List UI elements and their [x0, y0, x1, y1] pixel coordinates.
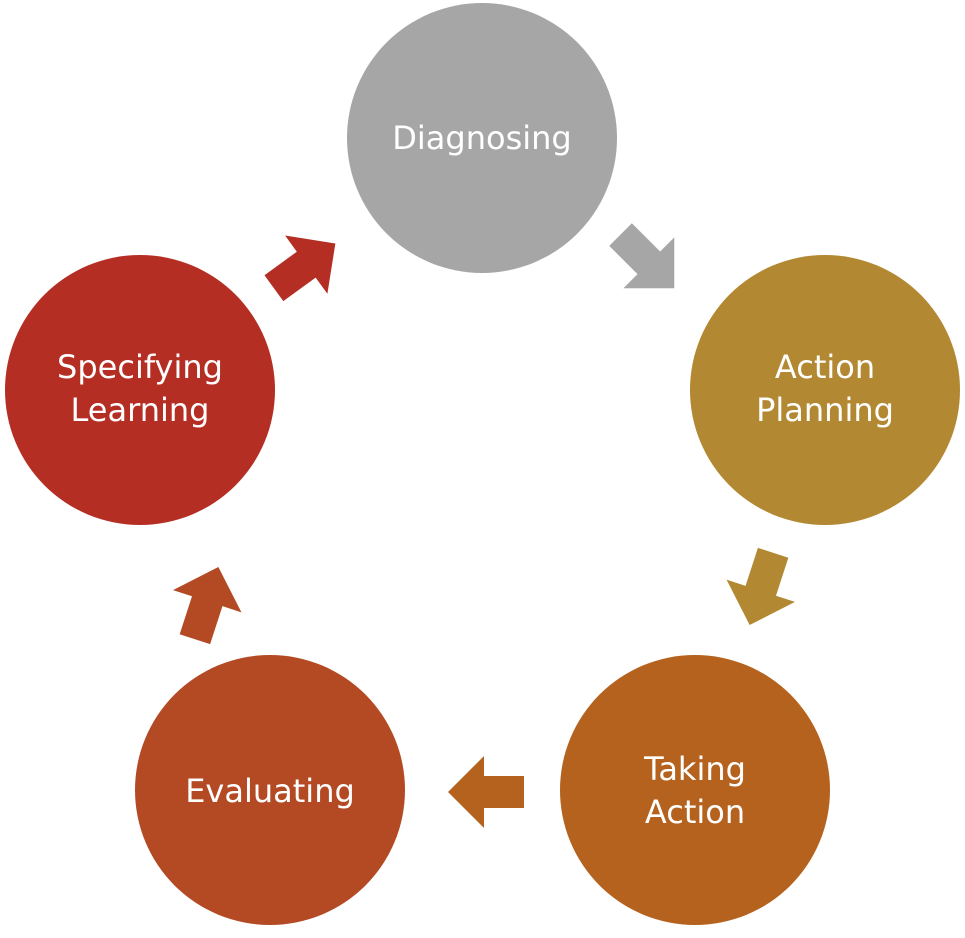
arrow-taking-action-to-evaluating — [448, 756, 524, 828]
arrow-shape — [448, 756, 524, 828]
arrow-shape — [609, 223, 675, 289]
node-label-line: Learning — [71, 391, 210, 429]
arrow-evaluating-to-specifying-learning — [172, 566, 242, 645]
node-label-line: Action — [775, 348, 875, 386]
node-diagnosing: Diagnosing — [347, 3, 617, 273]
arrow-diagnosing-to-action-planning — [609, 223, 675, 289]
node-circle — [690, 255, 960, 525]
node-circle — [347, 3, 617, 273]
arrow-shape — [726, 547, 796, 626]
node-label-line: Planning — [756, 391, 894, 429]
arrow-shape — [264, 235, 336, 302]
node-label-line: Evaluating — [185, 772, 355, 810]
node-label-line: Taking — [643, 750, 746, 788]
arrow-shape — [172, 566, 242, 645]
node-circle — [5, 255, 275, 525]
arrow-action-planning-to-taking-action — [726, 547, 796, 626]
node-circle — [560, 655, 830, 925]
node-circle — [135, 655, 405, 925]
node-label-line: Specifying — [57, 348, 223, 386]
arrow-specifying-learning-to-diagnosing — [264, 235, 336, 302]
node-evaluating: Evaluating — [135, 655, 405, 925]
node-label-line: Diagnosing — [392, 119, 571, 157]
node-action-planning: Action Planning — [690, 255, 960, 525]
node-label-line: Action — [645, 793, 745, 831]
node-taking-action: Taking Action — [560, 655, 830, 925]
node-specifying-learning: Specifying Learning — [5, 255, 275, 525]
